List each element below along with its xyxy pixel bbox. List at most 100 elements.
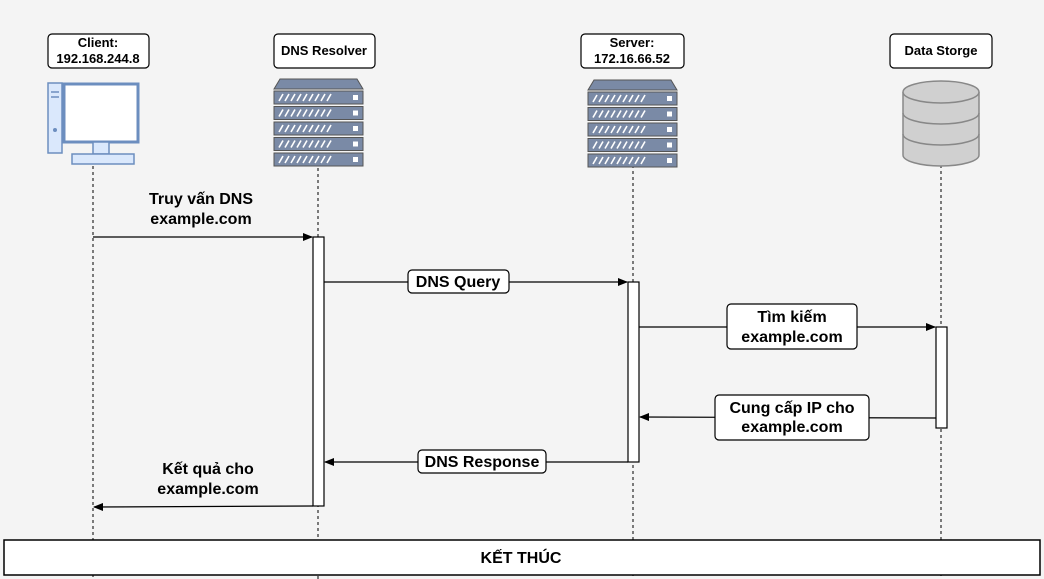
participant-storage: Data Storge [889, 33, 993, 69]
provide-ip-label-box [714, 394, 870, 441]
server-vent-stripe [290, 124, 296, 133]
server-vent-stripe [610, 110, 616, 118]
server-vent-stripe [634, 141, 640, 149]
msg-result-line2: example.com [157, 481, 258, 498]
server-vent-stripe [314, 124, 320, 133]
server-vent-stripe [308, 155, 314, 164]
server-vent-stripe [302, 109, 308, 117]
server-vent-stripe [308, 93, 314, 102]
server-vent-stripe [628, 94, 634, 103]
client-ip: 192.168.244.8 [56, 51, 139, 66]
server-vent-stripe [604, 94, 610, 103]
server-vent-stripe [278, 140, 284, 148]
dns-response-label-box [417, 449, 547, 474]
server-vent-stripe [628, 156, 634, 165]
server-ip: 172.16.66.52 [594, 51, 670, 66]
msg-provide-ip-line1: Cung cấp IP cho [729, 400, 854, 417]
client-label: Client: [78, 35, 118, 50]
lookup-label-box [726, 303, 858, 350]
resolver-activation [312, 236, 325, 507]
server-vent-stripe [284, 140, 290, 148]
server-vent-stripe [598, 110, 604, 118]
participant-server: Server: 172.16.66.52 [580, 33, 685, 69]
server-vent-stripe [640, 156, 646, 165]
database-icon [902, 80, 980, 167]
server-led [667, 158, 672, 163]
server-vent-stripe [278, 109, 284, 117]
server-vent-stripe [284, 109, 290, 117]
server-vent-stripe [314, 155, 320, 164]
server-vent-stripe [320, 93, 326, 102]
server-vent-stripe [278, 93, 284, 102]
server-vent-stripe [320, 155, 326, 164]
server-led [353, 126, 358, 131]
server-vent-stripe [604, 141, 610, 149]
server-unit [587, 91, 678, 106]
server-vent-stripe [302, 140, 308, 148]
storage-label: Data Storge [905, 43, 978, 58]
server-unit [273, 90, 364, 105]
server-vent-stripe [616, 141, 622, 149]
msg-query-line2: example.com [150, 211, 251, 228]
storage-activation [935, 326, 948, 429]
participant-resolver: DNS Resolver [273, 33, 376, 69]
server-activation [627, 281, 640, 463]
server-vent-stripe [622, 110, 628, 118]
server-vent-stripe [598, 94, 604, 103]
server-vent-stripe [616, 110, 622, 118]
server-vent-stripe [634, 110, 640, 118]
server-vent-stripe [628, 110, 634, 118]
server-vent-stripe [326, 109, 332, 117]
server-unit [587, 153, 678, 168]
server-vent-stripe [622, 94, 628, 103]
server-label: Server: [610, 35, 655, 50]
msg-provide-ip-line2: example.com [741, 419, 842, 436]
desktop-computer-icon [47, 82, 140, 165]
server-vent-stripe [314, 93, 320, 102]
server-led [353, 95, 358, 100]
server-vent-stripe [296, 124, 302, 133]
server-unit [273, 137, 364, 151]
server-vent-stripe [592, 125, 598, 134]
server-vent-stripe [302, 93, 308, 102]
server-vent-stripe [326, 93, 332, 102]
server-vent-stripe [314, 140, 320, 148]
server-unit [273, 152, 364, 167]
server-led [353, 110, 358, 116]
server-vent-stripe [302, 155, 308, 164]
server-top-cap [587, 79, 678, 91]
server-vent-stripe [640, 125, 646, 134]
server-vent-stripe [598, 141, 604, 149]
server-vent-stripe [598, 125, 604, 134]
arrow-result [93, 502, 314, 511]
server-vent-stripe [640, 110, 646, 118]
server-vent-stripe [610, 94, 616, 103]
server-led [667, 111, 672, 117]
server-vent-stripe [640, 94, 646, 103]
server-unit [587, 107, 678, 121]
server-vent-stripe [622, 125, 628, 134]
server-rack-icon [587, 79, 678, 168]
server-vent-stripe [326, 155, 332, 164]
server-led [667, 96, 672, 101]
server-vent-stripe [640, 141, 646, 149]
server-vent-stripe [314, 109, 320, 117]
server-top-cap [273, 78, 364, 90]
msg-result-line1: Kết quả cho [162, 461, 254, 478]
server-led [667, 142, 672, 148]
server-vent-stripe [284, 124, 290, 133]
msg-dns-response: DNS Response [425, 454, 540, 471]
server-vent-stripe [616, 94, 622, 103]
server-vent-stripe [296, 155, 302, 164]
server-vent-stripe [296, 109, 302, 117]
server-vent-stripe [598, 156, 604, 165]
server-vent-stripe [290, 93, 296, 102]
server-vent-stripe [296, 93, 302, 102]
resolver-label: DNS Resolver [281, 43, 367, 58]
server-vent-stripe [604, 125, 610, 134]
server-vent-stripe [296, 140, 302, 148]
server-vent-stripe [302, 124, 308, 133]
server-vent-stripe [290, 140, 296, 148]
